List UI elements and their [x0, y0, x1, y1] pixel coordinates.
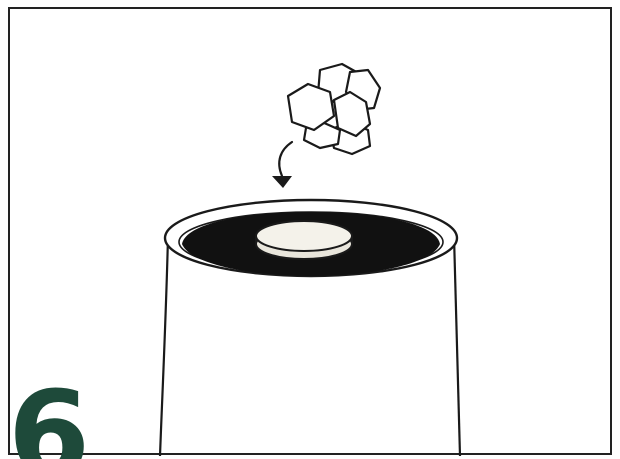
- step-number: 6: [8, 375, 128, 459]
- center-disc: [256, 221, 352, 259]
- curved-arrow-down-icon: [272, 142, 292, 188]
- pellet-cluster-icon: [288, 64, 380, 154]
